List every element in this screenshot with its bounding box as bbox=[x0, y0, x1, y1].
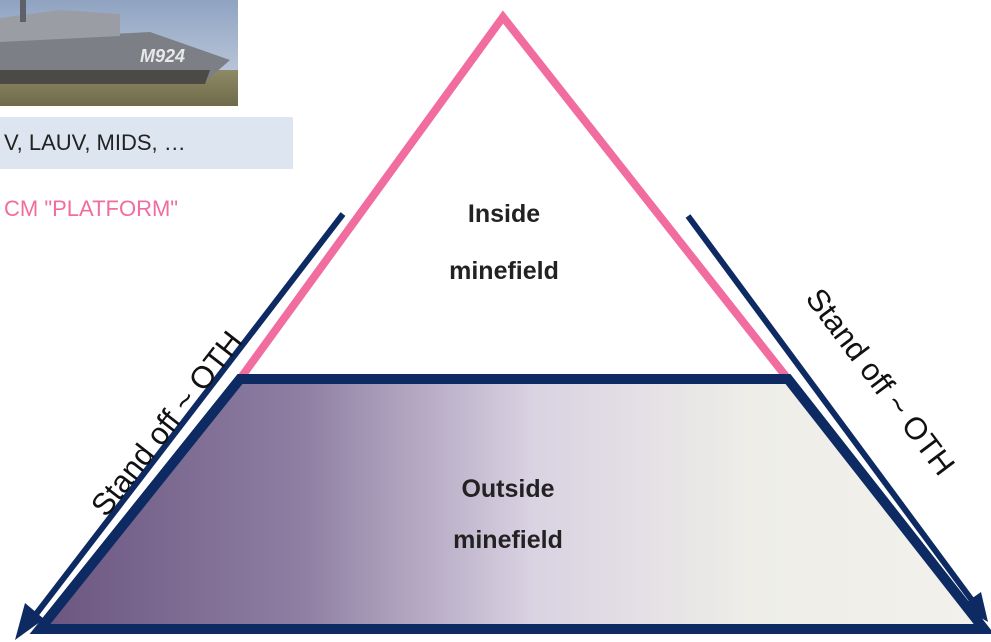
minehunter-ship-photo: M924 bbox=[0, 0, 238, 106]
standoff-left-arrow bbox=[27, 212, 346, 624]
standoff-left-arrowhead bbox=[15, 603, 44, 640]
outside-label-line2: minefield bbox=[453, 526, 563, 554]
ship-image: M924 bbox=[0, 0, 238, 106]
platform-label: CM "PLATFORM" bbox=[4, 196, 179, 221]
outside-label-line1: Outside bbox=[461, 475, 554, 503]
outside-minefield-tier bbox=[29, 374, 991, 634]
inside-label-line1: Inside bbox=[468, 200, 540, 228]
vehicles-label: V, LAUV, MIDS, … bbox=[0, 117, 293, 169]
standoff-right-arrow bbox=[685, 214, 977, 605]
hull-number: M924 bbox=[140, 46, 185, 66]
standoff-right-arrowhead bbox=[961, 592, 988, 622]
inside-label-line2: minefield bbox=[449, 257, 559, 285]
inside-minefield-tier bbox=[232, 10, 797, 383]
